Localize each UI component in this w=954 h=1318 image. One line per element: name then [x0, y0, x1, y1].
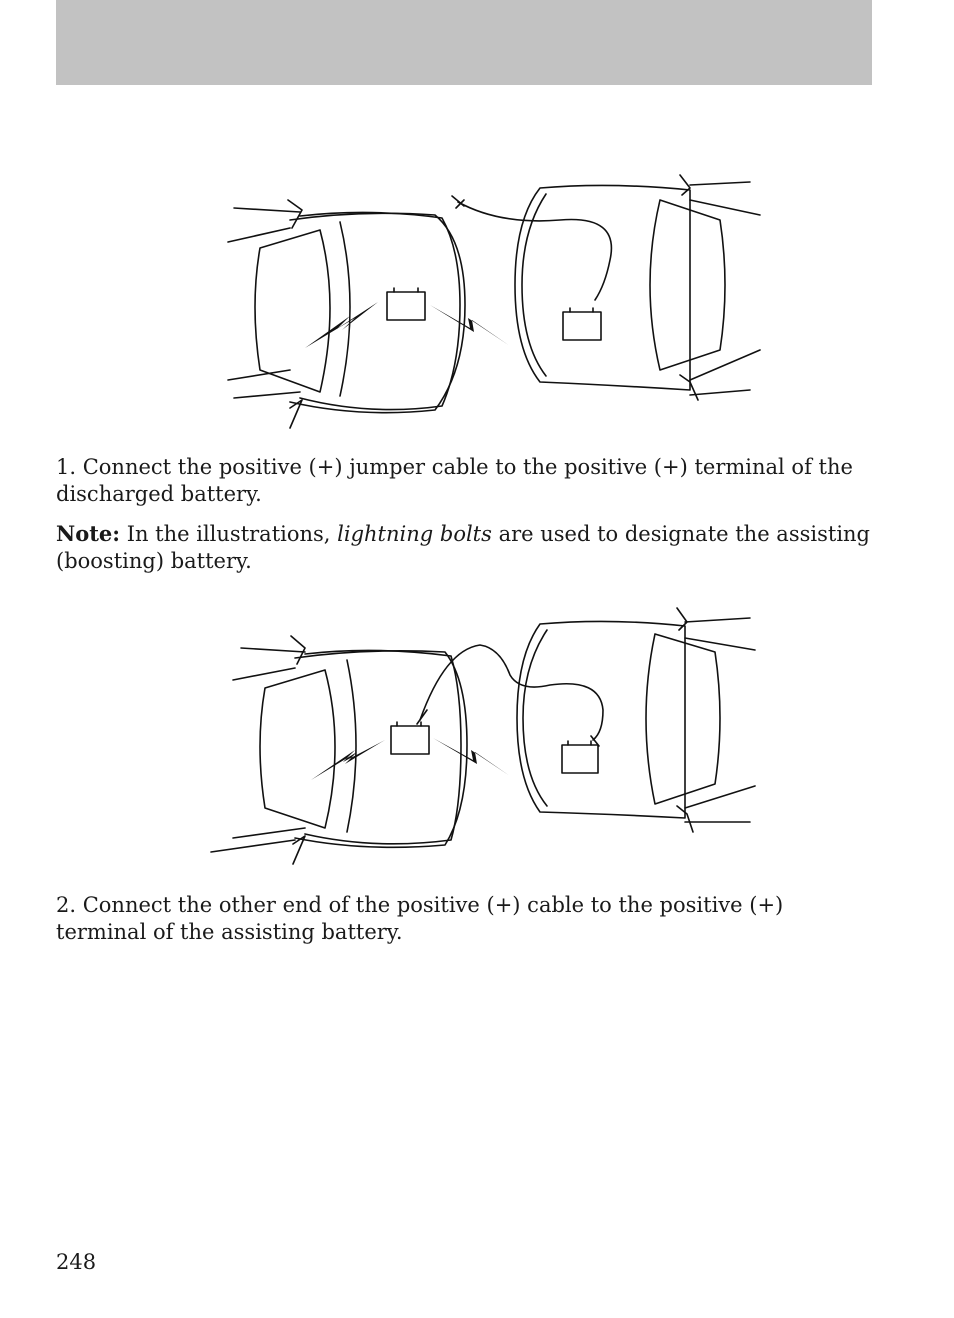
step-1-instruction: 1. Connect the positive (+) jumper cable…	[56, 455, 853, 506]
jumper-cable	[457, 201, 613, 301]
step-2-instruction: 2. Connect the other end of the positive…	[56, 893, 784, 944]
lightning-bolt-icon	[430, 305, 510, 346]
note-text-after: are used to designate the assisting (boo…	[56, 522, 870, 573]
lightning-bolt-icon	[311, 740, 385, 780]
page-number: 248	[56, 1250, 97, 1274]
lightning-bolt-icon	[433, 738, 510, 776]
note-emphasis: lightning bolts	[337, 522, 492, 546]
jump-start-illustration-step-2	[205, 600, 765, 870]
note-label: Note:	[56, 521, 121, 546]
discharged-vehicle	[210, 635, 468, 865]
jump-start-illustration-step-1	[220, 170, 770, 435]
assisting-vehicle	[514, 174, 761, 401]
lightning-bolt-icon	[305, 302, 378, 348]
discharged-vehicle	[227, 199, 466, 429]
jumper-cable	[419, 644, 604, 741]
note-paragraph: Note: In the illustrations, lightning bo…	[56, 520, 872, 575]
header-bar	[56, 0, 872, 85]
assisting-vehicle	[516, 607, 756, 833]
note-text-before: In the illustrations,	[120, 522, 338, 546]
